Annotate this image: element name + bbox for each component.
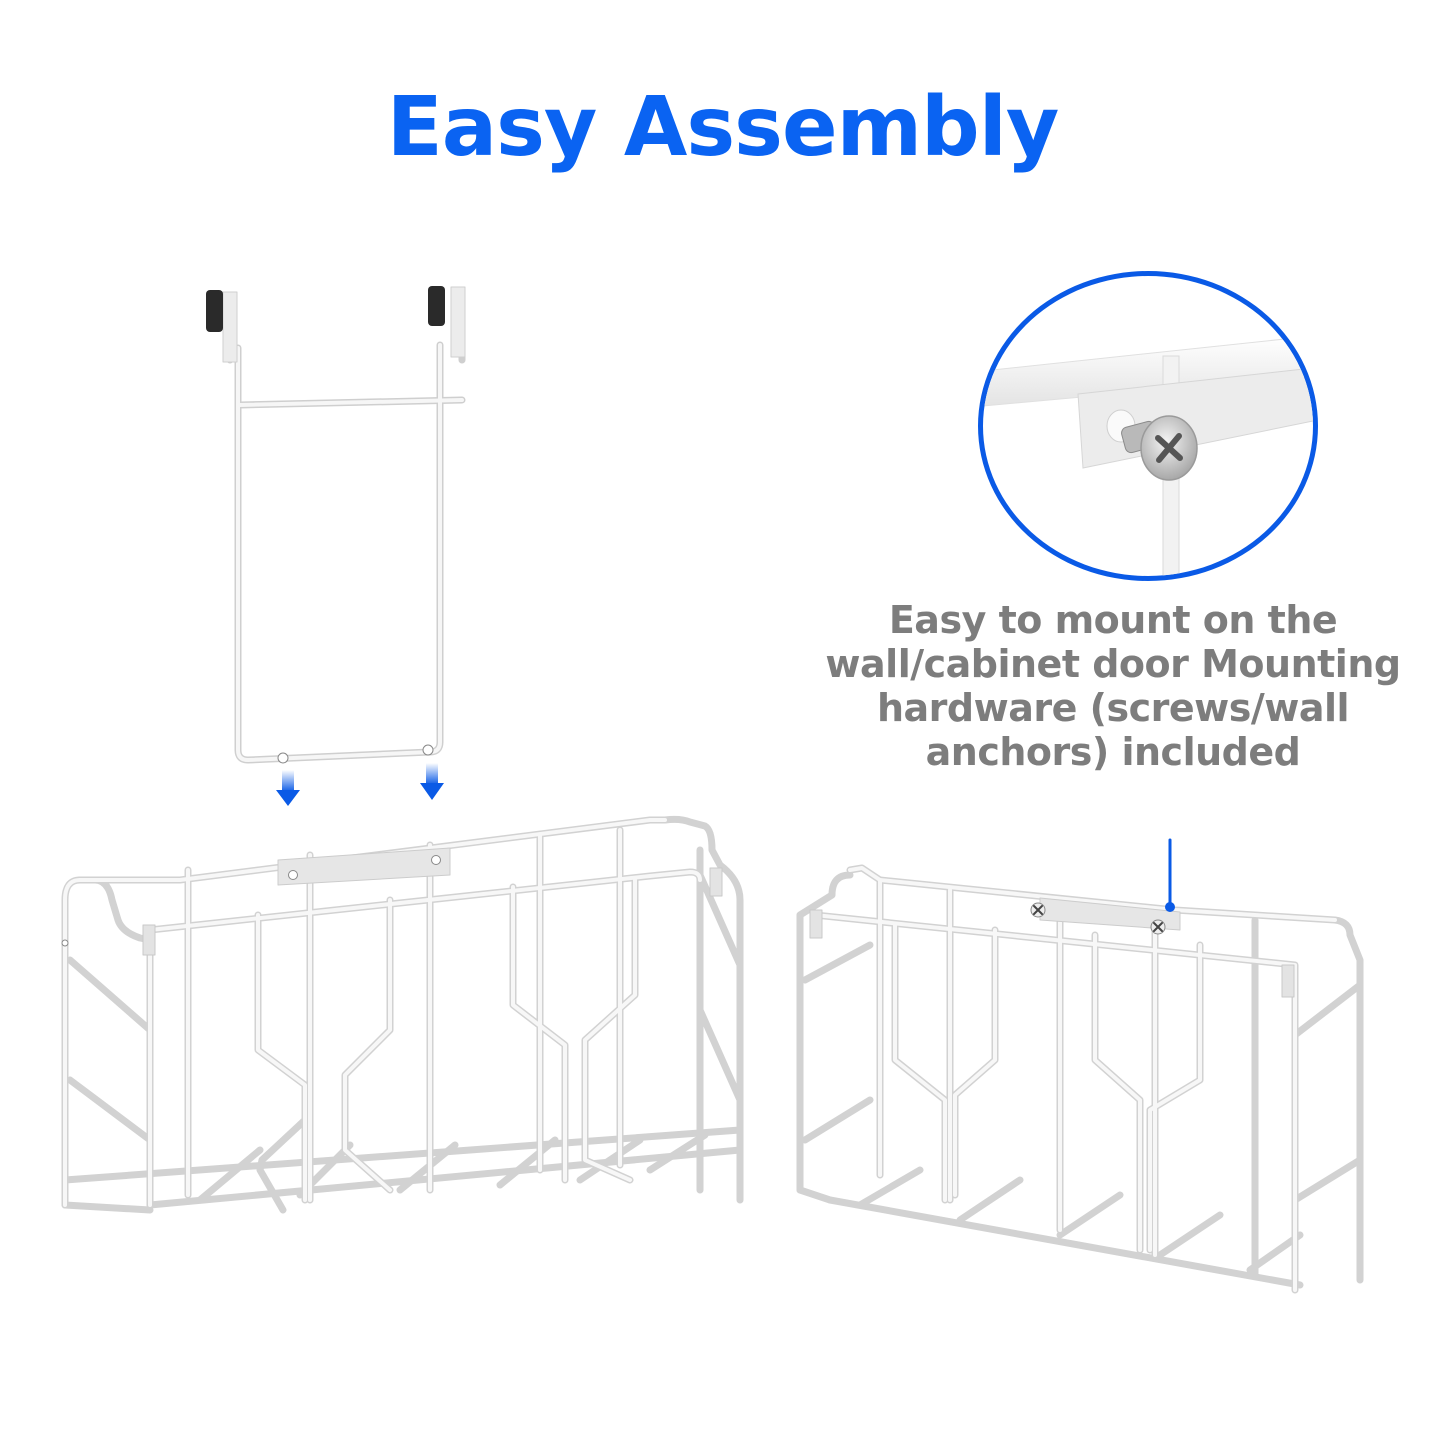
page-title: Easy Assembly — [386, 80, 1060, 175]
hook-pad-left — [206, 290, 223, 332]
callout-line: anchors) included — [925, 730, 1301, 774]
mounting-callout-text: Easy to mount on the wall/cabinet door M… — [808, 598, 1418, 774]
mounting-plate — [277, 847, 451, 886]
left-wire-basket — [61, 815, 744, 1214]
screw-icon — [1150, 919, 1166, 935]
hook-pad-right — [428, 286, 445, 326]
door-hanger-frame — [206, 286, 466, 764]
screw-detail-zoom-circle — [978, 271, 1318, 581]
screw-detail-icon — [983, 335, 1313, 576]
screw-icon — [1030, 902, 1046, 918]
down-arrow-icon — [276, 770, 300, 806]
down-arrow-icon — [420, 763, 444, 800]
callout-pointer — [1165, 838, 1175, 912]
callout-line: wall/cabinet door Mounting — [825, 642, 1401, 686]
callout-line: Easy to mount on the — [888, 598, 1338, 642]
right-wire-basket — [796, 864, 1364, 1294]
callout-line: hardware (screws/wall — [876, 686, 1350, 730]
